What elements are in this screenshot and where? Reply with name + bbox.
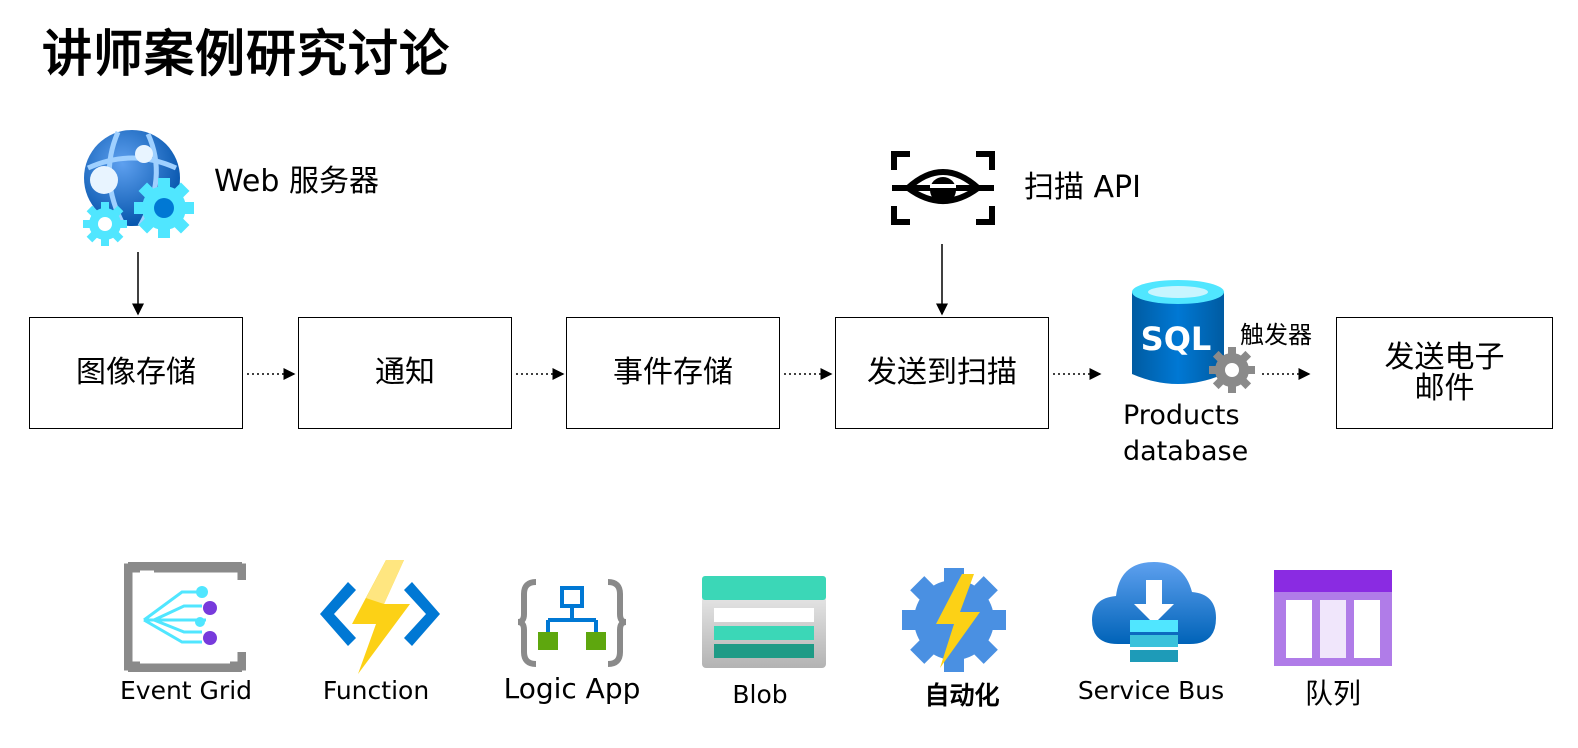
box-send-email: 发送电子 邮件 (1336, 317, 1553, 429)
svg-text:SQL: SQL (1141, 320, 1212, 358)
database-label-line2: database (1123, 436, 1249, 467)
email-box-line2: 邮件 (1414, 371, 1475, 406)
box-notification: 通知 (298, 317, 512, 429)
logic-app-icon (517, 579, 627, 667)
service-label-blob: Blob (732, 680, 788, 709)
service-label-function: Function (322, 676, 430, 705)
service-label-automation: 自动化 (924, 681, 1000, 710)
blob-icon (702, 576, 826, 668)
function-icon (320, 560, 440, 674)
web-server-label: Web 服务器 (214, 164, 379, 199)
service-label-service-bus: Service Bus (1077, 676, 1225, 705)
sql-database-icon: SQL (1132, 280, 1255, 393)
automation-icon (902, 568, 1006, 672)
box-send-to-scan: 发送到扫描 (835, 317, 1049, 429)
service-label-event-grid: Event Grid (119, 676, 253, 705)
service-label-queue: 队列 (1304, 677, 1361, 710)
scan-eye-icon (891, 151, 995, 225)
event-grid-icon (124, 562, 246, 672)
email-box-line1: 发送电子 (1384, 339, 1505, 375)
box-image-storage: 图像存储 (29, 317, 243, 429)
page-title: 讲师案例研究讨论 (42, 25, 450, 83)
scan-api-label: 扫描 API (1024, 170, 1141, 205)
service-bus-icon (1092, 562, 1216, 662)
database-label-line1: Products (1123, 400, 1240, 431)
service-label-logic-app: Logic App (503, 672, 641, 705)
queue-icon (1274, 570, 1392, 666)
box-event-storage: 事件存储 (566, 317, 780, 429)
web-server-icon (83, 130, 194, 246)
trigger-label: 触发器 (1240, 321, 1312, 349)
